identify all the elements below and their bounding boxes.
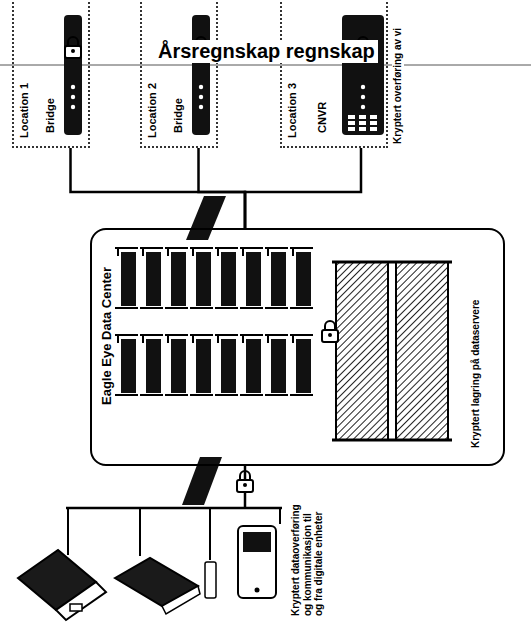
bridge-device: Bridge [42,15,90,140]
device-label: Bridge [172,98,185,133]
watermark-text: Årsregnskap regnskap [155,40,378,63]
device-label: Bridge [44,98,57,133]
cnvr-device: CNVR [312,15,386,140]
location-box: Location 1 Bridge [12,0,90,148]
data-center-box: Eagle Eye Data Center Kryptert lagring på… [90,228,505,466]
data-center-title: Eagle Eye Data Center [100,267,115,405]
location-label: Location 2 [146,81,159,140]
network-line [245,148,361,228]
storage-note: Kryptert lagring på dataservere [470,300,482,448]
network-line [71,148,246,228]
encryption-note: Kryptert dataoverføring og kommunikasjon… [290,502,325,618]
device-label: CNVR [316,102,329,133]
location-label: Location 3 [286,81,299,140]
location-box: Location 2 Bridge [140,0,218,148]
bridge-device: Bridge [170,15,218,140]
network-line [199,148,246,228]
location-label: Location 1 [18,81,31,140]
encryption-note: Kryptert overføring av vi [392,26,404,146]
location-box: Location 3 CNVR [280,0,388,148]
